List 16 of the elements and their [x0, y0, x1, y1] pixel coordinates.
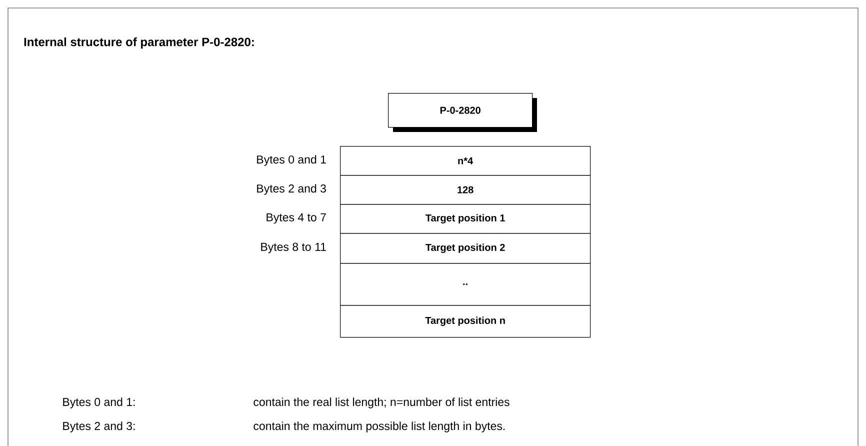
parameter-box: P-0-2820 — [388, 93, 537, 132]
table-row: .. — [340, 263, 591, 306]
row-label: Bytes 8 to 11 — [261, 242, 326, 254]
row-label: Bytes 2 and 3 — [257, 184, 326, 195]
table-row: 128 — [340, 175, 591, 205]
footnote-text: contain the maximum possible list length in bytes. — [254, 422, 505, 432]
row-label: Bytes 4 to 7 — [266, 213, 326, 224]
table-row: Target position 2 — [340, 232, 591, 264]
footnote-text: Bytes 2 and 3: — [63, 422, 135, 432]
footnote-text: Bytes 0 and 1: — [63, 398, 135, 408]
table-row: n*4 — [340, 146, 591, 176]
footnote-text: contain the real list length; n=number of list entries — [254, 398, 510, 408]
row-label: Bytes 0 and 1 — [257, 155, 326, 166]
table-row: Target position n — [340, 305, 591, 338]
table-row: Target position 1 — [340, 204, 591, 234]
title: Internal structure of parameter P-0-2820: — [24, 37, 254, 49]
